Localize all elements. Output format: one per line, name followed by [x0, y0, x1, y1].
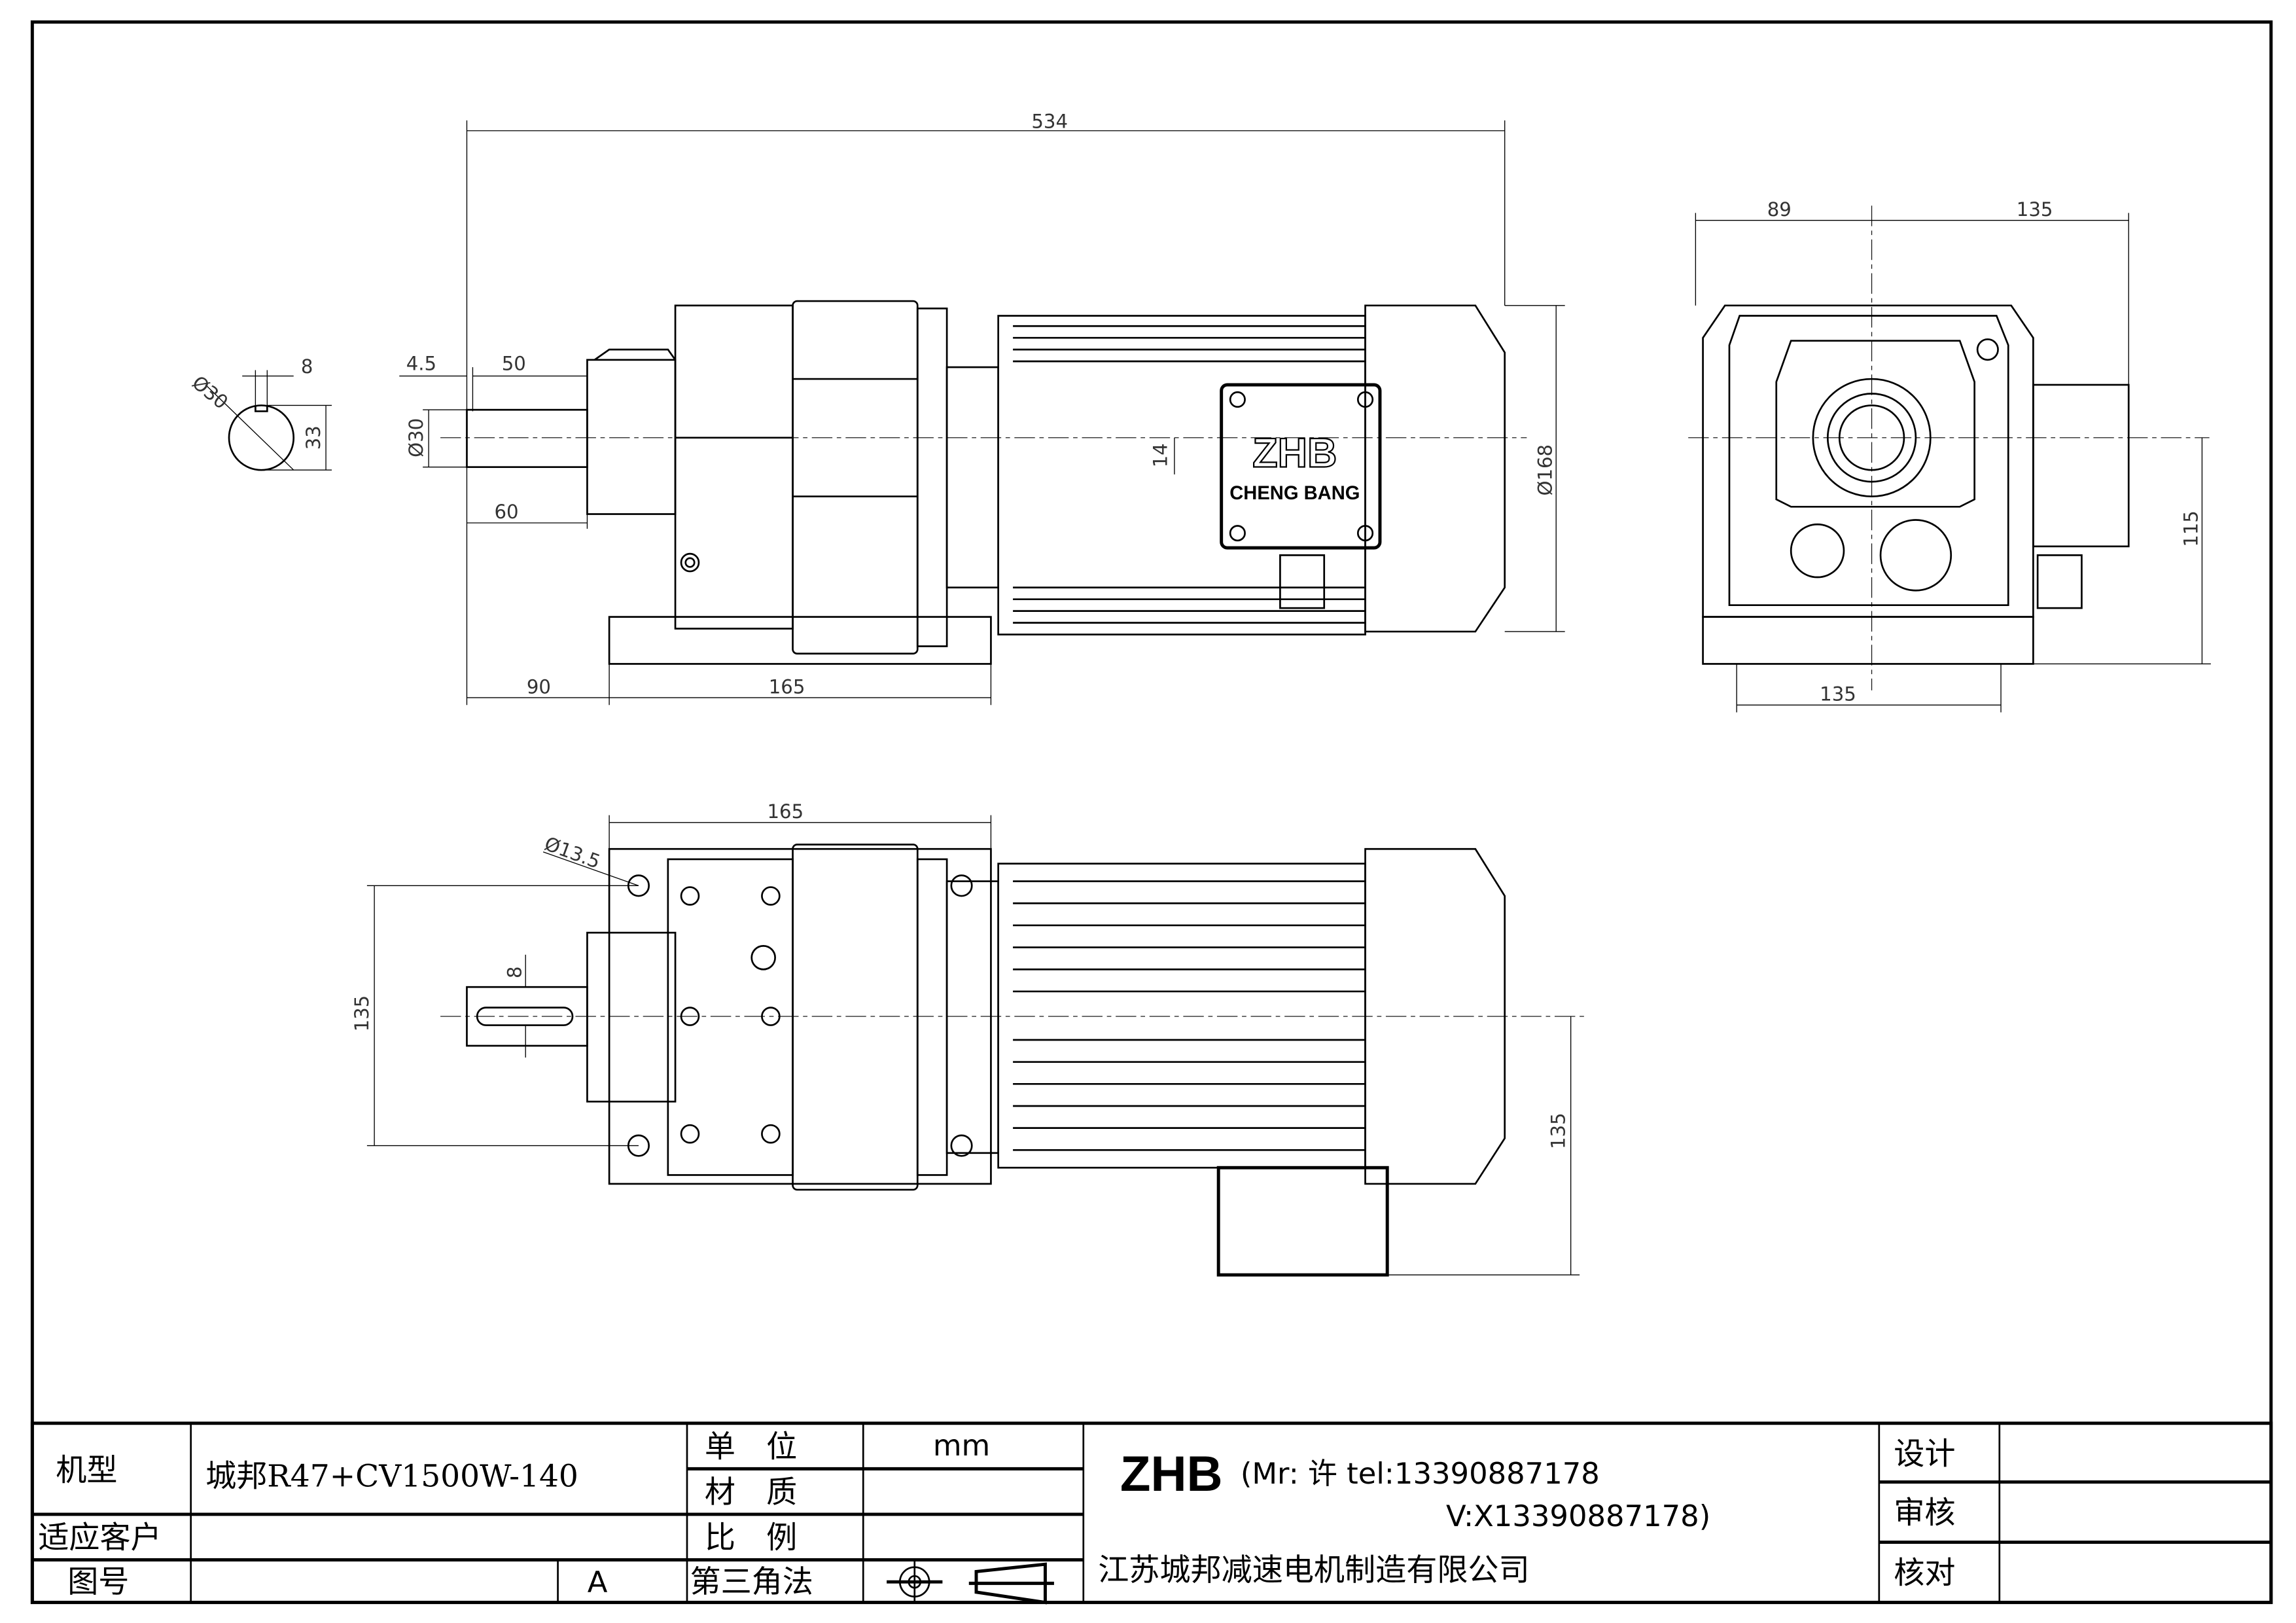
fan-cover: [1364, 304, 1506, 633]
model-value: 城邦R47+CV1500W-140: [205, 1458, 578, 1494]
customer-label: 适应客户: [38, 1520, 161, 1556]
dim-plan-foot-width: 135: [351, 995, 373, 1032]
contact-line1: (Mr: 许 tel:13390887178: [1241, 1456, 1600, 1491]
plan-motor-body: [997, 863, 1366, 1169]
shaft-section: 8 Ø30 33: [188, 355, 332, 471]
housing-outline: [1702, 304, 2034, 618]
review-label: 审核: [1894, 1495, 1955, 1531]
side-foot: [1702, 616, 2034, 665]
plan-view: 165 Ø13.5 8 135 135: [351, 800, 1586, 1277]
check-label: 核对: [1894, 1555, 1955, 1591]
side-terminal-box: [2032, 383, 2130, 548]
dim-shaft-diameter: Ø30: [405, 418, 427, 457]
nameplate-brand: ZHB: [1252, 431, 1337, 476]
dim-shaft-length: 50: [502, 353, 526, 375]
dim-shaft-step: 4.5: [406, 353, 436, 375]
dim-motor-diameter: Ø168: [1534, 444, 1556, 496]
contact-line2: V:X13390887178): [1446, 1499, 1710, 1533]
main-flange: [792, 300, 919, 655]
company-name: 江苏城邦减速电机制造有限公司: [1098, 1552, 1529, 1588]
foot-plate: [608, 847, 992, 1185]
dim-section-diameter: Ø30: [188, 371, 232, 414]
title-block: 机型 城邦R47+CV1500W-140 适应客户 图号 A 单 位 mm 材 …: [30, 1421, 2273, 1605]
plan-terminal-box: [1216, 1166, 1389, 1277]
input-flange: [586, 359, 677, 515]
dim-plan-key: 8: [503, 966, 525, 978]
side-view: 89 135 115 135: [1688, 198, 2211, 713]
output-shaft: [466, 408, 588, 469]
plan-fan-cover: [1364, 847, 1506, 1185]
unit-label: 单 位: [705, 1429, 797, 1465]
dim-overall-length: 534: [1031, 110, 1068, 132]
dim-side-right: 135: [2017, 198, 2053, 221]
brand-logo: ZHB: [1120, 1446, 1223, 1502]
dim-side-foot: 135: [1820, 683, 1856, 705]
cable-gland: [1279, 554, 1326, 609]
dim-key-width: 8: [301, 355, 313, 378]
projection-label: 第三角法: [690, 1564, 813, 1600]
dim-shaft-full: 60: [494, 501, 518, 523]
unit-value: mm: [933, 1428, 990, 1463]
dim-plan-box-offset: 135: [1547, 1113, 1570, 1149]
dim-key-height: 33: [302, 425, 325, 450]
nameplate-name: CHENG BANG: [1229, 483, 1360, 504]
dim-plan-hole: Ø13.5: [542, 832, 603, 873]
dim-foot-spacing: 165: [769, 675, 805, 698]
terminal-box: [1220, 383, 1382, 550]
design-label: 设计: [1894, 1436, 1955, 1472]
third-angle-projection-icon: [887, 1561, 1054, 1605]
dim-plan-foot-spacing: 165: [768, 800, 804, 823]
gear-housing: [674, 304, 794, 630]
plan-shaft: [466, 986, 588, 1047]
material-label: 材 质: [705, 1474, 797, 1510]
mounting-foot: [608, 616, 992, 665]
drawing-no-label: 图号: [67, 1564, 129, 1600]
model-label: 机型: [56, 1452, 117, 1488]
front-view: ZHB CHENG BANG 534 4.5 50 Ø30 60 90 165 …: [399, 110, 1565, 705]
dim-foot-offset: 90: [527, 675, 551, 698]
dim-side-left: 89: [1767, 198, 1792, 221]
revision: A: [588, 1565, 608, 1599]
dim-side-height: 115: [2180, 510, 2202, 547]
scale-label: 比 例: [705, 1520, 797, 1556]
drawing-border: [30, 20, 2273, 1605]
dim-box: 14: [1150, 443, 1172, 467]
plan-input-flange: [586, 931, 677, 1103]
